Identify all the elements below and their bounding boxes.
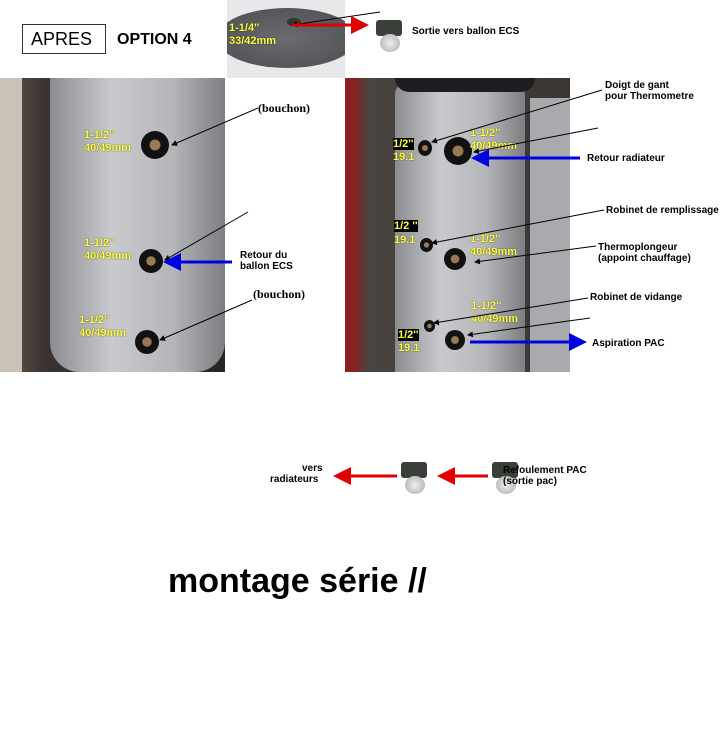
left-port-3-size: 1-1/2'' (79, 314, 110, 326)
retour-radiateur-label: Retour radiateur (587, 153, 665, 164)
top-mm: 33/42mm (229, 35, 277, 47)
outlet-label: Sortie vers ballon ECS (412, 26, 520, 37)
rl2-mm: 40/49mm (470, 246, 518, 258)
right-large-port-2 (444, 248, 466, 270)
tank-top-photo (227, 0, 345, 78)
right-large-port-1 (444, 137, 472, 165)
leader-line (171, 107, 259, 146)
refoulement-label-2: (sortie pac) (503, 476, 557, 487)
vers-label-2: radiateurs (270, 474, 319, 485)
leader-line (431, 209, 605, 246)
left-port-1-mm: 40/49mm (84, 142, 132, 154)
rl3-size: 1-1/2'' (471, 300, 502, 312)
remplissage-label: Robinet de remplissage (606, 205, 719, 216)
left-bouchon-1: (bouchon) (258, 101, 311, 115)
pump-icon (372, 18, 406, 54)
vers-label-1: vers (302, 463, 323, 474)
aspiration-label: Aspiration PAC (592, 338, 665, 349)
rl3-mm: 40/49mm (471, 313, 519, 325)
right-small-port-3 (424, 320, 435, 332)
left-port-2-mm: 40/49mm (84, 250, 132, 262)
leader-line (291, 11, 381, 28)
rs2-size: 1/2 '' (394, 220, 418, 232)
leader-line (467, 317, 591, 338)
pump-icon-1 (397, 460, 431, 496)
caption: montage série // (168, 562, 427, 600)
top-size: 1-1/4'' (229, 22, 260, 34)
retour-ecs-2: ballon ECS (240, 261, 293, 272)
leader-line (473, 127, 599, 154)
left-port-3-mm: 40/49mm (79, 327, 127, 339)
refoulement-label-1: Refoulement PAC (503, 465, 587, 476)
apres-badge (22, 24, 106, 54)
right-large-port-3 (445, 330, 465, 350)
rs3-size: 1/2'' (398, 329, 419, 341)
left-bouchon-3: (bouchon) (253, 287, 306, 301)
option-title: OPTION 4 (117, 31, 192, 48)
vidange-label: Robinet de vidange (590, 292, 683, 303)
rs1-mm: 19.1 (393, 151, 415, 163)
rs3-mm: 19.1 (398, 342, 420, 354)
left-port-2 (139, 249, 163, 273)
leader-line (159, 299, 253, 341)
left-tank-photo (0, 78, 225, 372)
retour-ecs-1: Retour du (240, 250, 288, 261)
rl1-size: 1-1/2'' (470, 127, 501, 139)
left-port-1-size: 1-1/2'' (84, 129, 115, 141)
rs1-size: 1/2'' (393, 138, 414, 150)
pump-icon-2 (488, 460, 522, 496)
doigt-label-1: Doigt de gant (605, 80, 669, 91)
leader-line (164, 211, 249, 261)
rl2-size: 1-1/2'' (470, 233, 501, 245)
rs2-mm: 19.1 (394, 234, 416, 246)
thermo-label-1: Thermoplongeur (598, 242, 678, 253)
left-port-2-size: 1-1/2'' (84, 237, 115, 249)
leader-line (474, 245, 597, 265)
leader-line (433, 297, 589, 326)
right-small-port-1 (418, 140, 432, 156)
left-port-3 (135, 330, 159, 354)
right-small-port-2 (420, 238, 433, 252)
leader-line (431, 89, 603, 144)
doigt-label-2: pour Thermometre (605, 91, 694, 102)
thermo-label-2: (appoint chauffage) (598, 253, 691, 264)
left-port-1 (141, 131, 169, 159)
apres-label: APRES (31, 29, 93, 49)
